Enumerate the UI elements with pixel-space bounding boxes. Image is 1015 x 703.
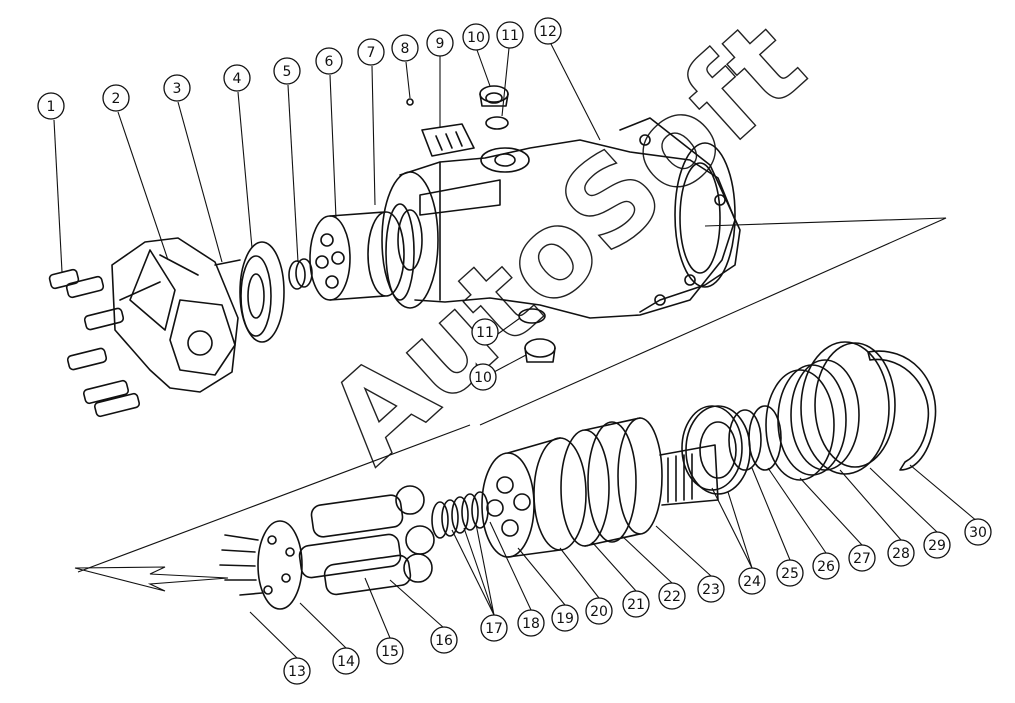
- callout-13: 13: [283, 657, 311, 685]
- upper-arrow: [479, 217, 947, 426]
- svg-text:3: 3: [173, 81, 182, 97]
- pin-part: [214, 259, 241, 266]
- svg-text:15: 15: [381, 644, 399, 660]
- svg-text:14: 14: [337, 654, 355, 670]
- svg-text:29: 29: [928, 538, 946, 554]
- svg-text:22: 22: [663, 589, 681, 605]
- bearing-part: [288, 258, 313, 290]
- center-spring-part: [431, 491, 489, 539]
- callout-15: 15: [376, 637, 404, 665]
- callout-11-top: 11: [496, 21, 524, 49]
- callout-11-bottom: 11: [471, 318, 499, 346]
- circlip-part: [867, 350, 937, 471]
- seal-ring-top: [485, 116, 509, 130]
- retainer-plate-part: [219, 520, 303, 610]
- callout-12: 12: [534, 17, 562, 45]
- pistons-part: [298, 485, 435, 596]
- small-plug-part: [406, 98, 414, 106]
- callout-18: 18: [517, 609, 545, 637]
- callout-22: 22: [658, 582, 686, 610]
- svg-text:7: 7: [367, 45, 376, 61]
- callout-23: 23: [697, 575, 725, 603]
- callout-20: 20: [585, 597, 613, 625]
- motor-housing-part: [381, 117, 741, 319]
- callout-30: 30: [964, 518, 992, 546]
- callout-16: 16: [430, 626, 458, 654]
- svg-text:21: 21: [627, 597, 645, 613]
- svg-text:24: 24: [743, 574, 761, 590]
- svg-text:10: 10: [467, 30, 485, 46]
- svg-text:30: 30: [969, 525, 987, 541]
- leader-lines: [53, 43, 979, 659]
- svg-text:17: 17: [485, 621, 503, 637]
- svg-text:10: 10: [474, 370, 492, 386]
- svg-text:12: 12: [539, 24, 557, 40]
- callout-10-top: 10: [462, 23, 490, 51]
- callout-9: 9: [426, 29, 454, 57]
- svg-text:11: 11: [476, 325, 494, 341]
- svg-text:28: 28: [892, 546, 910, 562]
- callout-5: 5: [273, 57, 301, 85]
- seal-ring-bottom: [518, 308, 546, 324]
- callout-29: 29: [923, 531, 951, 559]
- cylinder-assembly-part: [481, 417, 663, 558]
- svg-text:6: 6: [325, 54, 334, 70]
- svg-text:9: 9: [436, 36, 445, 52]
- svg-text:23: 23: [702, 582, 720, 598]
- callout-8: 8: [391, 34, 419, 62]
- callout-21: 21: [622, 590, 650, 618]
- disc-springs-part: [765, 341, 896, 481]
- svg-text:11: 11: [501, 28, 519, 44]
- shaft-washers-part: [681, 405, 782, 495]
- callout-4: 4: [223, 64, 251, 92]
- callout-14: 14: [332, 647, 360, 675]
- svg-text:8: 8: [401, 41, 410, 57]
- callout-10-bottom: 10: [469, 363, 497, 391]
- callout-19: 19: [551, 604, 579, 632]
- svg-text:27: 27: [853, 551, 871, 567]
- bolts-part: [48, 268, 140, 418]
- svg-text:4: 4: [233, 71, 242, 87]
- svg-text:19: 19: [556, 611, 574, 627]
- svg-text:2: 2: [112, 91, 121, 107]
- lower-arrow: [77, 424, 471, 573]
- svg-text:25: 25: [781, 566, 799, 582]
- callout-27: 27: [848, 544, 876, 572]
- svg-text:26: 26: [817, 559, 835, 575]
- svg-text:1: 1: [47, 99, 56, 115]
- callout-25: 25: [776, 559, 804, 587]
- callout-7: 7: [357, 38, 385, 66]
- arrow-head: [74, 566, 229, 592]
- callout-2: 2: [102, 84, 130, 112]
- callout-26: 26: [812, 552, 840, 580]
- plug-part-top: [479, 85, 509, 107]
- cylinder-block-part: [309, 203, 415, 301]
- valve-plate-part: [239, 241, 285, 343]
- svg-text:16: 16: [435, 633, 453, 649]
- svg-text:20: 20: [590, 604, 608, 620]
- callout-24: 24: [738, 567, 766, 595]
- callout-28: 28: [887, 539, 915, 567]
- end-cover-part: [111, 237, 239, 393]
- callout-1: 1: [37, 92, 65, 120]
- callout-6: 6: [315, 47, 343, 75]
- callout-3: 3: [163, 74, 191, 102]
- callout-17: 17: [480, 614, 508, 642]
- svg-text:5: 5: [283, 64, 292, 80]
- svg-text:13: 13: [288, 664, 306, 680]
- nameplate-part: [421, 123, 475, 157]
- svg-text:18: 18: [522, 616, 540, 632]
